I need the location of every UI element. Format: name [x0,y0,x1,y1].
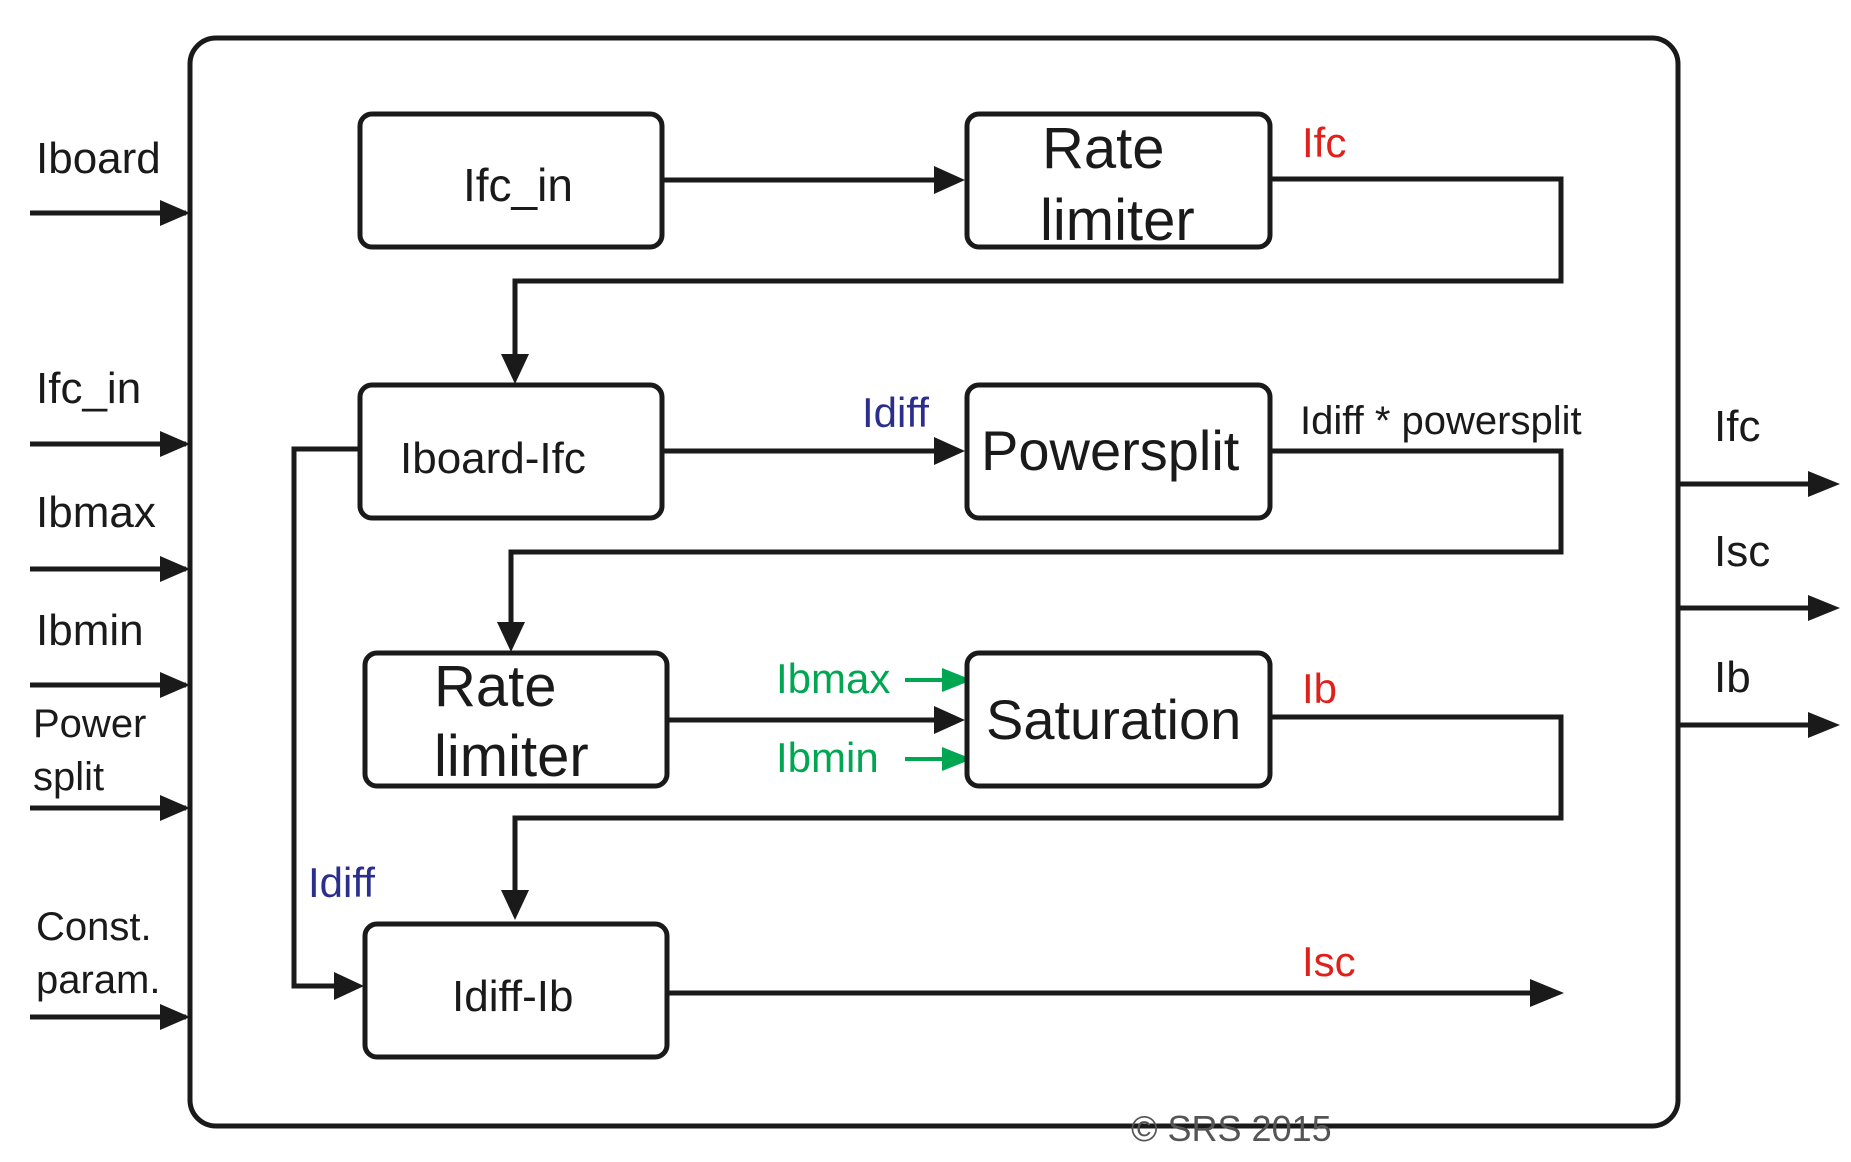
output-label-isc: Isc [1714,527,1770,576]
block-powersplit: Powersplit [964,382,1273,521]
arrowhead-ib-feedback [501,890,529,920]
input-label-powersplit-line2: split [33,755,104,799]
block-label-idiff-minus-ib: Idiff-Ib [452,972,573,1021]
output-arrowhead-ifc [1808,471,1840,497]
input-label-const-line1: Const. [36,905,152,949]
block-label-rate-limiter-2-line1: Rate [434,654,557,719]
input-arrowhead-ibmin [160,672,190,698]
signal-label-ibmax-limit: Ibmax [776,655,890,702]
signal-label-isc: Isc [1302,938,1356,985]
block-label-ifc-in: Ifc_in [463,159,573,211]
input-arrowhead-const-param [160,1004,190,1030]
input-label-const-line2: param. [36,958,161,1002]
block-rate-limiter-1: Rate limiter [964,111,1273,253]
signal-label-ib: Ib [1302,665,1337,712]
arrowhead-idiff-to-powersplit [934,437,965,465]
signal-label-ifc: Ifc [1302,119,1346,166]
output-label-ib: Ib [1714,653,1751,702]
signal-label-ibmin-limit: Ibmin [776,734,879,781]
signal-label-idiff-bypass: Idiff [308,859,375,906]
block-rate-limiter-2: Rate limiter [362,650,670,789]
arrowhead-ifc-in-to-rate-limiter [934,166,965,194]
arrowhead-ifc-feedback [501,354,529,384]
input-label-powersplit-line1: Power [33,702,146,746]
signal-label-idiff-times-powersplit: Idiff * powersplit [1300,399,1582,443]
block-label-rate-limiter-2-line2: limiter [434,724,589,789]
output-label-ifc: Ifc [1714,402,1760,451]
wire-ib-feedback [512,714,1564,890]
input-label-ifc-in: Ifc_in [36,364,141,413]
input-arrowhead-iboard [160,200,190,226]
output-arrowhead-ib [1808,712,1840,738]
block-idiff-minus-ib: Idiff-Ib [362,921,670,1060]
arrowhead-ibmax-limit [942,668,972,692]
input-arrowhead-powersplit [160,795,190,821]
wire-powersplit-feedback [508,448,1564,622]
copyright-text: © SRS 2015 [1131,1108,1332,1149]
block-label-saturation: Saturation [986,688,1241,751]
arrowhead-powersplit-feedback [497,622,525,652]
block-ifc-in: Ifc_in [357,111,665,250]
block-label-iboard-minus-ifc: Iboard-Ifc [400,434,586,483]
block-label-powersplit: Powersplit [981,419,1240,482]
input-arrowhead-ifc-in [160,431,190,457]
arrowhead-rate-limiter-to-saturation [934,706,965,734]
wire-idiff-bypass [291,446,360,989]
block-saturation: Saturation [964,650,1273,789]
arrowhead-ibmin-limit [942,747,972,771]
input-arrowhead-ibmax [160,556,190,582]
signal-label-idiff-to-powersplit: Idiff [862,389,929,436]
wire-ifc-feedback [512,176,1564,354]
input-label-ibmax: Ibmax [36,488,156,537]
arrowhead-isc-out [1530,979,1564,1007]
input-label-iboard: Iboard [36,134,161,183]
arrowhead-idiff-bypass [334,972,364,1000]
controller-frame [187,35,1681,1129]
block-label-rate-limiter-1-line1: Rate [1042,116,1165,181]
output-arrowhead-isc [1808,595,1840,621]
block-iboard-minus-ifc: Iboard-Ifc [357,382,665,521]
input-label-ibmin: Ibmin [36,606,144,655]
block-label-rate-limiter-1-line2: limiter [1040,188,1195,253]
